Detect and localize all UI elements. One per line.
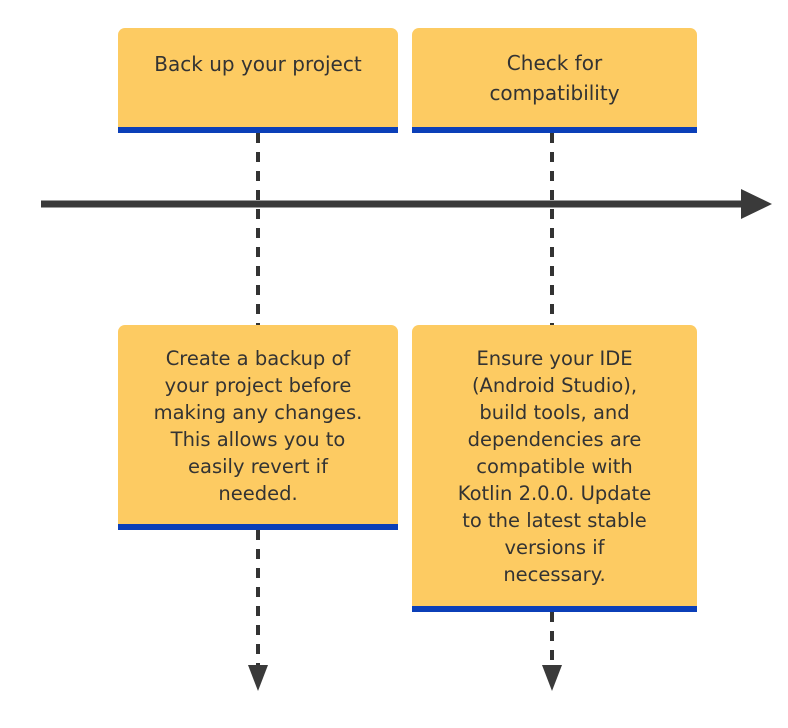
milestone-card-compatibility[interactable]: Check for compatibility [412, 28, 697, 133]
connector-compatibility-lower [542, 612, 562, 691]
card-accent-bar [412, 606, 697, 612]
card-accent-bar [118, 524, 398, 530]
milestone-detail-card-compatibility[interactable]: Ensure your IDE (Android Studio), build … [412, 325, 697, 612]
timeline-arrowhead-icon [741, 189, 772, 219]
milestone-title-compatibility: Check for compatibility [489, 51, 620, 105]
connector-arrowhead-icon [542, 665, 562, 691]
milestone-detail-compatibility: Ensure your IDE (Android Studio), build … [457, 347, 652, 586]
milestone-detail-backup: Create a backup of your project before m… [153, 347, 363, 505]
milestone-detail-card-backup[interactable]: Create a backup of your project before m… [118, 325, 398, 530]
connector-backup-lower [248, 530, 268, 691]
milestone-card-backup[interactable]: Back up your project [118, 28, 398, 133]
connector-arrowhead-icon [248, 665, 268, 691]
card-accent-bar [412, 127, 697, 133]
card-accent-bar [118, 127, 398, 133]
milestone-title-backup: Back up your project [154, 52, 362, 76]
main-timeline-arrow [41, 189, 772, 219]
